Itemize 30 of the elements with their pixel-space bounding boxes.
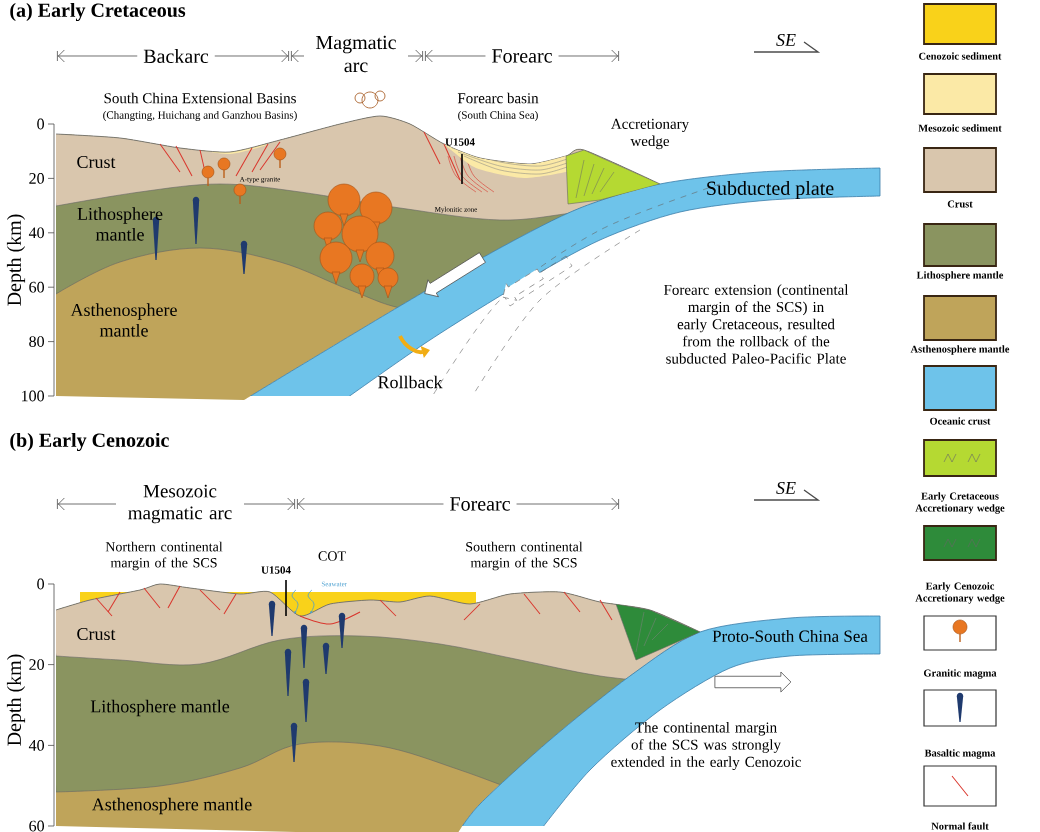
tick-label: 60: [29, 281, 44, 293]
zone-label: Magmatic arc: [304, 34, 408, 74]
layer-label: Subducted plate: [707, 180, 834, 200]
tick-label: 20: [29, 659, 44, 670]
direction-label: SE: [776, 33, 796, 47]
zone-label: Forearc: [443, 496, 517, 512]
axis-title: Depth (km): [6, 214, 26, 306]
tick-label: 20: [29, 173, 44, 184]
tick-label: 100: [22, 390, 44, 402]
zone-label: Mesozoic magmatic arc: [116, 483, 244, 525]
panel-title: (b) Early Cenozoic: [10, 432, 169, 452]
layer-label: Proto-South China Sea: [712, 630, 868, 642]
layer-label: Crust: [77, 155, 116, 169]
tick-label: 0: [37, 578, 44, 590]
zone-label: Forearc: [485, 48, 559, 64]
tick-label: 60: [29, 820, 44, 832]
process-label: Rollback: [378, 375, 443, 389]
panel-title: (a) Early Cretaceous: [10, 2, 186, 22]
direction-label: SE: [776, 481, 796, 495]
layer-label: Lithosphere mantle: [90, 699, 230, 717]
zone-label: Backarc: [137, 47, 215, 65]
layer-label: Lithosphere mantle: [77, 207, 163, 241]
layer-label: Asthenosphere mantle: [70, 303, 177, 337]
tick-label: 40: [28, 227, 44, 239]
layer-label: Asthenosphere mantle: [91, 797, 252, 815]
layer-label: Crust: [77, 627, 116, 641]
tick-label: 0: [37, 118, 44, 130]
tick-label: 80: [29, 336, 44, 347]
tick-label: 40: [28, 740, 44, 751]
axis-title: Depth (km): [6, 654, 26, 746]
